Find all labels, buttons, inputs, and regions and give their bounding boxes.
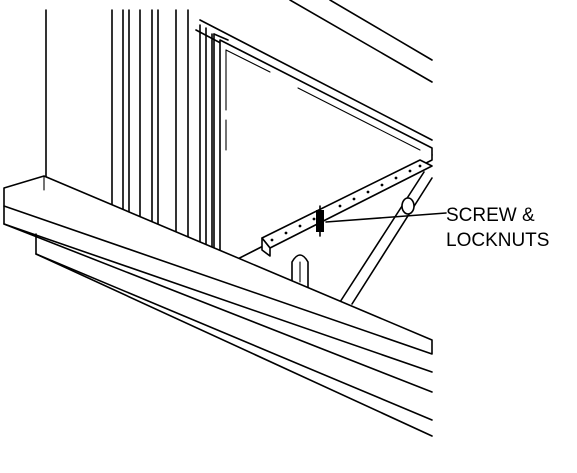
perforated-bracket [261, 159, 433, 257]
window-sash-panel [213, 33, 433, 273]
callout-line-1: SCREW & [446, 205, 535, 226]
screw-locknuts-label: SCREW & LOCKNUTS [446, 203, 549, 253]
screw-and-locknut [316, 205, 324, 237]
callout-leader [325, 212, 447, 223]
window-sill [3, 175, 433, 437]
callout-line-2: LOCKNUTS [446, 230, 550, 251]
window-frame-verticals [45, 9, 213, 269]
support-strut [339, 171, 433, 305]
bracket-holes [270, 164, 422, 242]
